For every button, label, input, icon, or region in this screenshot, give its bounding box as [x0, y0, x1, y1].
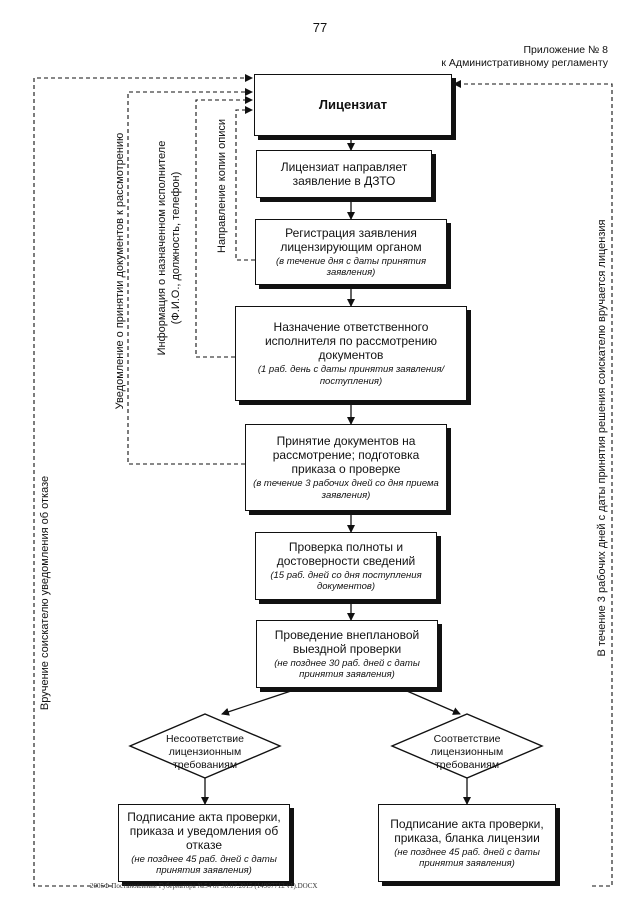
label-license-delivery: В течение 3 рабочих дней с даты принятия…: [596, 219, 608, 657]
box-verify: Проверка полноты и достоверности сведени…: [255, 532, 437, 600]
diamond-compliance: Соответствие лицензионным требованиям: [430, 733, 504, 771]
box-refusal: Подписание акта проверки, приказа и увед…: [118, 804, 290, 882]
diamond-noncompliance-shape: [128, 713, 282, 779]
arrow-to-compliance: [399, 687, 461, 715]
box-register-text: Регистрация заявления лицензирующим орга…: [280, 225, 422, 254]
loop-register-copy: [235, 106, 255, 261]
arrow-to-noncompliance: [221, 687, 301, 716]
box-inspection-text: Проведение внеплановой выездной проверки: [274, 627, 420, 656]
box-submit-text: Лицензиат направляет заявление в ДЗТО: [280, 160, 408, 188]
label-copy-inventory: Направление копии описи: [216, 119, 228, 253]
diamond-noncompliance: Несоответствие лицензионным требованиям: [165, 733, 245, 771]
box-assign: Назначение ответственного исполнителя по…: [235, 306, 467, 401]
box-assign-text: Назначение ответственного исполнителя по…: [264, 320, 438, 362]
label-refusal-delivery: Вручение соискателю уведомления об отказ…: [39, 475, 51, 711]
box-license: Подписание акта проверки, приказа, бланк…: [378, 804, 556, 882]
loop-refusal: [33, 74, 253, 887]
label-assignee-info-line2: (Ф.И.О., должность, телефон): [170, 171, 182, 325]
box-register: Регистрация заявления лицензирующим орга…: [255, 219, 447, 285]
appendix-subtitle: к Административному регламенту: [441, 57, 608, 69]
box-refusal-text: Подписание акта проверки, приказа и увед…: [127, 809, 281, 852]
box-license-note: (не позднее 45 раб. дней с даты принятия…: [394, 846, 540, 870]
box-verify-text: Проверка полноты и достоверности сведени…: [276, 539, 416, 568]
label-assignee-info: Информация о назначенном исполнителе (Ф.…: [155, 128, 183, 368]
box-inspection: Проведение внеплановой выездной проверки…: [256, 620, 438, 688]
label-notice-accept: Уведомление о принятии документов к расс…: [114, 132, 126, 410]
box-licensee-text: Лицензиат: [318, 97, 388, 112]
loop-assign-info: [195, 96, 253, 358]
appendix-title: Приложение № 8: [523, 44, 608, 56]
footer-filename: 2005Ф Постановление Губернатора №54 от 3…: [90, 882, 318, 890]
loop-accept-notice: [127, 88, 253, 465]
appendix-header: Приложение № 8 к Административному регла…: [441, 44, 608, 70]
box-refusal-note: (не позднее 45 раб. дней с даты принятия…: [131, 853, 277, 877]
box-license-text: Подписание акта проверки, приказа, бланк…: [390, 816, 544, 845]
box-assign-note: (1 раб. день с даты принятия заявления/ …: [257, 364, 445, 387]
box-submit: Лицензиат направляет заявление в ДЗТО: [256, 150, 432, 198]
box-licensee: Лицензиат: [254, 74, 452, 136]
box-accept-note: (в течение 3 рабочих дней со дня приема …: [253, 478, 439, 501]
loop-license: [453, 80, 613, 887]
diamond-compliance-shape: [390, 713, 544, 779]
box-register-note: (в течение дня с даты принятия заявления…: [275, 255, 427, 279]
box-verify-note: (15 раб. дней со дня поступления докумен…: [270, 569, 422, 593]
box-inspection-note: (не позднее 30 раб. дней с даты принятия…: [274, 657, 420, 681]
page-number: 77: [312, 20, 328, 35]
box-accept: Принятие документов на рассмотрение; под…: [245, 424, 447, 511]
label-assignee-info-line1: Информация о назначенном исполнителе: [156, 140, 168, 356]
box-accept-text: Принятие документов на рассмотрение; под…: [272, 434, 420, 476]
